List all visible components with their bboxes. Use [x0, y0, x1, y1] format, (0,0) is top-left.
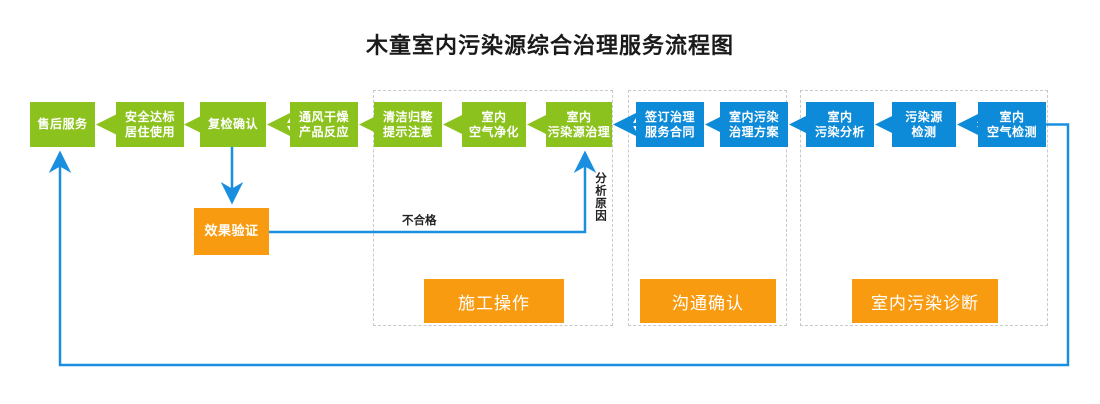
- node-safe-standard-living[interactable]: 安全达标 居住使用: [116, 102, 184, 147]
- node-indoor-air-purify[interactable]: 室内 空气净化: [462, 102, 526, 147]
- node-ventilation-drying[interactable]: 通风干燥 产品反应: [290, 102, 358, 147]
- node-pollution-analysis[interactable]: 室内 污染分析: [806, 102, 874, 147]
- node-after-sales-service[interactable]: 售后服务: [30, 102, 95, 147]
- edge-label-analyze-cause: 分析原因: [594, 172, 606, 222]
- node-pollution-source-treat[interactable]: 室内 污染源治理: [546, 102, 612, 147]
- node-effect-verification[interactable]: 效果验证: [194, 208, 269, 255]
- group-label-construction-operation[interactable]: 施工操作: [424, 279, 564, 323]
- edge-label-unqualified: 不合格: [402, 215, 437, 227]
- node-clean-tidy-notice[interactable]: 清洁归整 提示注意: [374, 102, 442, 147]
- group-label-indoor-pollution-diagnosis[interactable]: 室内污染诊断: [852, 279, 998, 323]
- group-label-communication-confirmation[interactable]: 沟通确认: [640, 279, 776, 323]
- node-sign-service-contract[interactable]: 签订治理 服务合同: [636, 102, 704, 147]
- node-indoor-air-detection[interactable]: 室内 空气检测: [978, 102, 1046, 147]
- node-recheck-confirm[interactable]: 复检确认: [200, 102, 266, 147]
- page-title: 木童室内污染源综合治理服务流程图: [365, 33, 734, 58]
- node-source-detection[interactable]: 污染源 检测: [892, 102, 956, 147]
- node-treatment-plan[interactable]: 室内污染 治理方案: [720, 102, 788, 147]
